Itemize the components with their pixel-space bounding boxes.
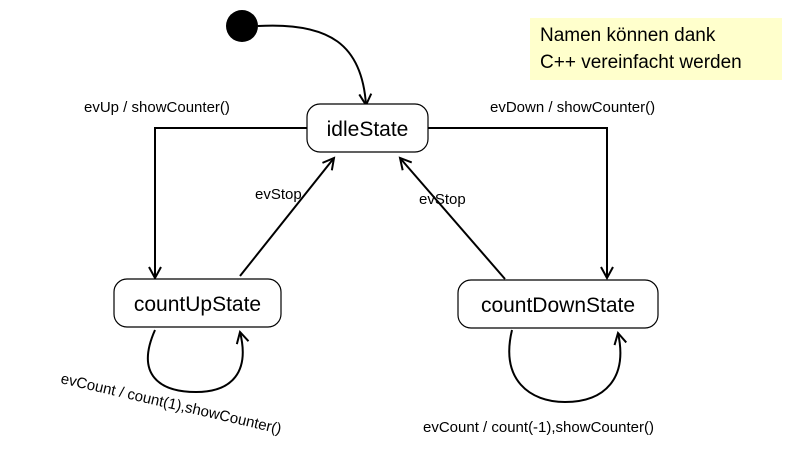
initial-state-dot — [226, 10, 258, 42]
state-idle-label: idleState — [327, 118, 409, 141]
state-count-up: countUpState — [113, 278, 282, 328]
initial-transition-arrow — [257, 24, 366, 105]
note-line-1: Namen können dank — [540, 25, 716, 46]
state-idle: idleState — [306, 103, 429, 153]
label-ev-up: evUp / showCounter() — [84, 99, 230, 116]
label-count-down-self: evCount / count(-1),showCounter() — [423, 419, 654, 436]
state-count-down: countDownState — [457, 279, 659, 329]
transition-evdown-arrow — [428, 127, 607, 278]
note-line-2: C++ vereinfacht werden — [540, 52, 742, 73]
label-ev-stop-down: evStop — [419, 191, 466, 208]
annotation-note: Namen können dank C++ vereinfacht werden — [530, 18, 782, 80]
transition-evup-arrow — [155, 127, 307, 278]
label-ev-stop-up: evStop — [255, 186, 302, 203]
transition-evstop-down-arrow — [400, 158, 506, 280]
label-ev-down: evDown / showCounter() — [490, 99, 655, 116]
label-count-up-self: evCount / count(1),showCounter() — [59, 370, 283, 437]
state-count-up-label: countUpState — [134, 293, 261, 316]
transition-evstop-up-arrow — [239, 158, 334, 277]
self-loop-countdown-arrow — [508, 329, 620, 404]
state-count-down-label: countDownState — [481, 294, 635, 317]
self-loop-countup-arrow — [146, 329, 243, 394]
